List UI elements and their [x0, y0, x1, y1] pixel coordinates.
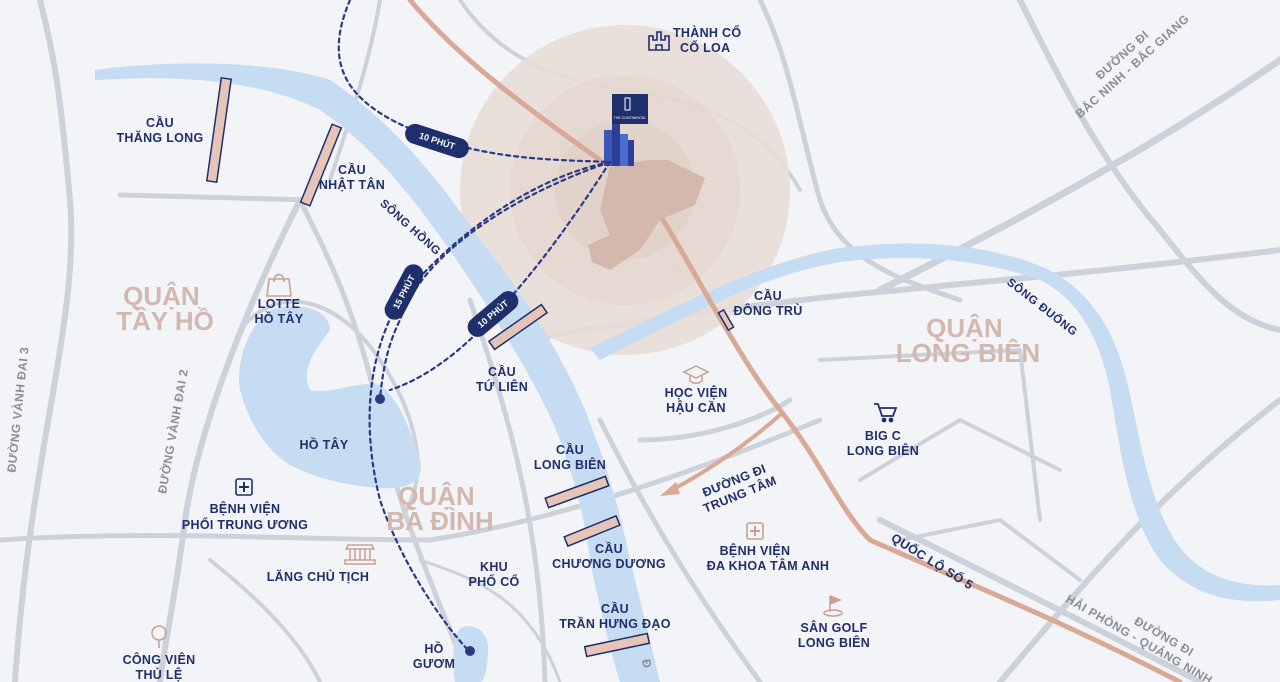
highways: [407, 0, 1183, 682]
road-long-bien-grid-2: [858, 418, 1062, 482]
graduation-cap-icon: [682, 365, 710, 384]
highway-north-approach: [407, 0, 603, 163]
district-ba-dinh: QUẬN BA ĐÌNH: [386, 481, 493, 536]
road-west-connector: [117, 192, 313, 203]
project-towers: [604, 124, 634, 166]
red-river: [95, 63, 660, 682]
travel-pill-ho-tay: 10 PHÚT: [405, 123, 469, 159]
project-logo: THE CONTINENTAL: [612, 94, 648, 124]
castle-icon: [648, 31, 670, 51]
project-site-footprint: [588, 160, 705, 270]
label-vanh-dai-3: ĐƯỜNG VÀNH ĐAI 3: [3, 346, 31, 473]
road-east-ring: [1017, 0, 1280, 333]
road-ba-dinh-east-west: [0, 417, 823, 543]
ho-guom-destination-dot: [465, 646, 475, 656]
highway-quoc-lo-5: [657, 212, 1183, 682]
label-ho-tay: HỒ TÂY: [299, 437, 348, 452]
road-ne-highway: [876, 56, 1280, 294]
bridges: [205, 76, 735, 658]
bridge-dong-tru: [717, 308, 735, 332]
label-hai-phong: ĐƯỜNG ĐIHẢI PHÒNG - QUẢNG NINH: [1063, 578, 1223, 682]
golf-flag-icon: [823, 595, 843, 617]
road-vanh-dai-3: [12, 0, 75, 682]
bridge-tran-hung-dao: [583, 632, 651, 658]
tree-icon: [151, 625, 167, 648]
shopping-bag-icon: [266, 273, 292, 297]
hospital-cross-icon: [746, 522, 764, 540]
road-old-quarter-grid: [418, 558, 562, 682]
road-south-east: [997, 397, 1280, 682]
west-lake: [239, 306, 421, 489]
bridge-tu-lien: [487, 303, 549, 351]
district-labels: QUẬN TÂY HỒ QUẬN BA ĐÌNH QUẬN LONG BIÊN: [116, 281, 1040, 536]
road-south-long-bien: [597, 417, 763, 682]
road-west-south: [208, 558, 322, 682]
bridge-thang-long: [205, 76, 233, 184]
ho-tay-destination-dot: [375, 394, 385, 404]
duong-river: [590, 243, 1280, 602]
road-pho-co: [467, 297, 548, 682]
hospital-cross-icon: [235, 478, 253, 496]
label-lang: LĂNG CHỦ TỊCH: [267, 569, 370, 584]
road-hai-phong: [877, 517, 1203, 682]
label-bac-ninh: ĐƯỜNG ĐIBẮC NINH - BẮC GIANG: [1062, 0, 1192, 121]
road-northwest-arc: [328, 0, 382, 182]
arrow-to-center-head: [660, 482, 680, 496]
road-vanh-dai-2: [157, 197, 303, 682]
shopping-cart-icon: [874, 403, 898, 423]
travel-pill-ho-guom: 15 PHÚT: [384, 264, 424, 320]
route-to-ho-guom: [368, 160, 612, 652]
road-long-bien-grid-1: [818, 348, 1042, 522]
bridge-chuong-duong: [563, 514, 621, 548]
project-logo-text: THE CONTINENTAL: [614, 116, 646, 120]
road-long-bien-grid-3: [898, 518, 1082, 582]
bridge-long-bien: [544, 475, 610, 509]
label-vanh-dai-2: ĐƯỜNG VÀNH ĐAI 2: [154, 368, 191, 495]
label-road-partial: Đ: [639, 658, 654, 669]
district-tay-ho: QUẬN TÂY HỒ: [116, 281, 214, 336]
district-long-bien: QUẬN LONG BIÊN: [896, 313, 1040, 368]
mausoleum-icon: [344, 544, 376, 565]
highway-to-center: [670, 413, 782, 492]
bridge-nhat-tan: [299, 123, 343, 207]
